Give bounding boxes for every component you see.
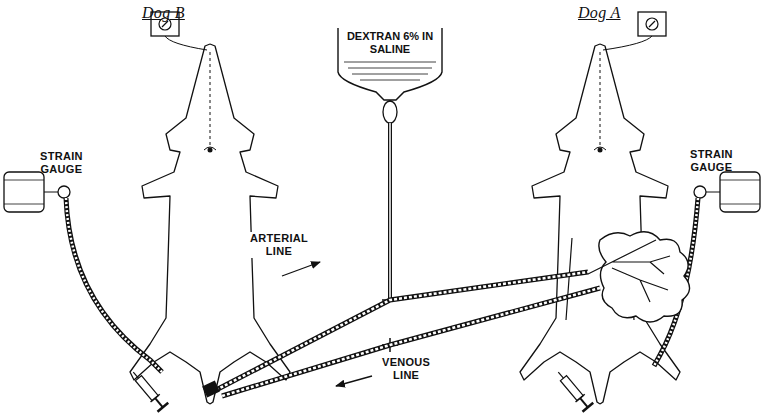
syringe bbox=[553, 368, 593, 412]
device-label: STRAIN GAUGE bbox=[40, 150, 83, 176]
dog-a-outline bbox=[520, 44, 680, 404]
dog-b-outline bbox=[130, 44, 290, 404]
animal-label: Dog A bbox=[578, 6, 621, 19]
bottle-label: DEXTRAN 6% IN SALINE bbox=[340, 30, 440, 56]
drip-chamber bbox=[383, 101, 397, 123]
line-label: VENOUS LINE bbox=[380, 356, 432, 382]
dextran-bottle bbox=[338, 28, 442, 100]
arterial-line bbox=[216, 272, 588, 390]
bottle-label-box: DEXTRAN 6% IN SALINE bbox=[340, 30, 440, 57]
line-label: ARTERIAL LINE bbox=[248, 232, 310, 258]
recorder-drum bbox=[4, 172, 44, 212]
syringe bbox=[128, 368, 168, 412]
flow-arrow bbox=[336, 376, 372, 386]
device-label: STRAIN GAUGE bbox=[690, 148, 733, 174]
venous-line bbox=[222, 288, 600, 396]
flow-arrow bbox=[282, 262, 320, 276]
animal-label: Dog B bbox=[142, 6, 185, 19]
monitor bbox=[638, 12, 666, 36]
recorder-drum bbox=[720, 172, 760, 212]
